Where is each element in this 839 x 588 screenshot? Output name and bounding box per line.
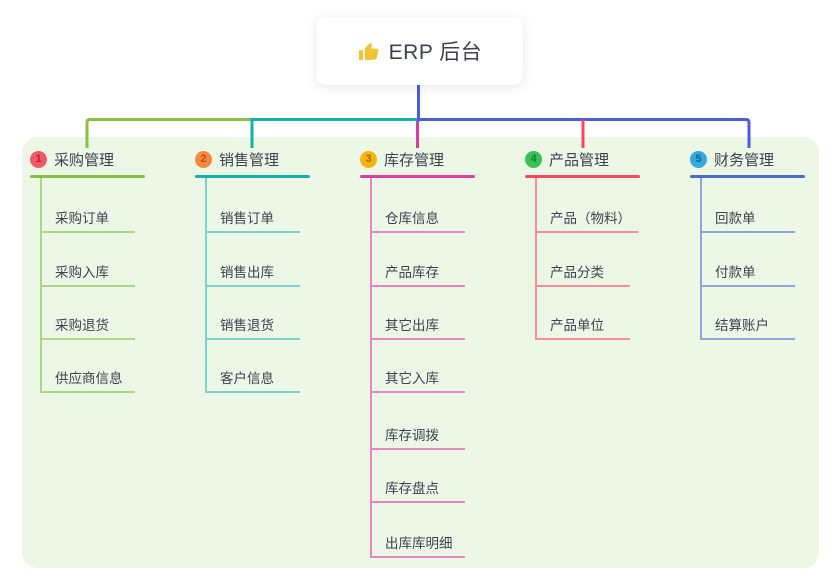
mindmap-panel: [22, 137, 819, 568]
child-node[interactable]: 产品（物料）: [550, 211, 631, 226]
priority-2-icon: 2: [195, 150, 212, 168]
branch-inventory: 3 库存管理: [360, 146, 475, 178]
child-node[interactable]: 库存盘点: [385, 481, 439, 496]
child-underline: [370, 231, 465, 233]
child-node[interactable]: 回款单: [715, 211, 756, 226]
branch-purchase: 1 采购管理: [30, 146, 145, 178]
branch-node-product[interactable]: 4 产品管理: [525, 146, 640, 172]
branch-finance: 5 财务管理: [690, 146, 805, 178]
child-underline: [205, 231, 300, 233]
child-node[interactable]: 采购退货: [55, 318, 109, 333]
child-node[interactable]: 其它出库: [385, 318, 439, 333]
priority-5-icon: 5: [690, 150, 707, 168]
branch-label-sales: 销售管理: [219, 151, 280, 169]
branch-node-finance[interactable]: 5 财务管理: [690, 146, 805, 172]
child-underline: [370, 556, 465, 558]
branch-node-purchase[interactable]: 1 采购管理: [30, 146, 145, 172]
child-underline: [535, 231, 638, 233]
child-underline: [370, 448, 465, 450]
child-node[interactable]: 采购入库: [55, 265, 109, 280]
branch-label-purchase: 采购管理: [54, 151, 115, 169]
badge-number: 1: [35, 152, 42, 165]
branch-sales: 2 销售管理: [195, 146, 310, 178]
branch-underline: [30, 175, 145, 178]
badge-number: 3: [365, 152, 372, 165]
child-underline: [40, 338, 135, 340]
badge-number: 5: [695, 152, 702, 165]
branch-trunk-line: [370, 178, 372, 558]
priority-4-icon: 4: [525, 150, 542, 168]
child-underline: [205, 338, 300, 340]
child-underline: [700, 285, 795, 287]
child-underline: [40, 285, 135, 287]
child-underline: [40, 391, 135, 393]
badge-number: 4: [530, 152, 537, 165]
child-node[interactable]: 产品单位: [550, 318, 604, 333]
root-title: ERP 后台: [388, 41, 483, 64]
branch-label-finance: 财务管理: [714, 151, 775, 169]
child-node[interactable]: 销售订单: [220, 211, 274, 226]
branch-node-sales[interactable]: 2 销售管理: [195, 146, 310, 172]
child-underline: [535, 285, 630, 287]
child-node[interactable]: 客户信息: [220, 371, 274, 386]
child-underline: [370, 391, 465, 393]
branch-node-inventory[interactable]: 3 库存管理: [360, 146, 475, 172]
child-node[interactable]: 其它入库: [385, 371, 439, 386]
branch-trunk-line: [700, 178, 702, 340]
branch-underline: [360, 175, 475, 178]
child-node[interactable]: 销售退货: [220, 318, 274, 333]
branch-product: 4 产品管理: [525, 146, 640, 178]
child-node[interactable]: 仓库信息: [385, 211, 439, 226]
child-underline: [535, 338, 630, 340]
thumbs-up-icon: [358, 42, 379, 60]
child-underline: [370, 338, 465, 340]
branch-label-inventory: 库存管理: [384, 151, 445, 169]
priority-3-icon: 3: [360, 150, 377, 168]
child-underline: [205, 285, 300, 287]
child-underline: [370, 501, 465, 503]
root-node-erp[interactable]: ERP 后台: [316, 17, 523, 85]
child-node[interactable]: 产品分类: [550, 265, 604, 280]
branch-trunk-line: [535, 178, 537, 340]
child-node[interactable]: 采购订单: [55, 211, 109, 226]
child-underline: [700, 338, 795, 340]
branch-underline: [690, 175, 805, 178]
child-underline: [370, 285, 465, 287]
child-underline: [40, 231, 135, 233]
child-node[interactable]: 出库库明细: [385, 536, 453, 551]
child-node[interactable]: 付款单: [715, 265, 756, 280]
badge-number: 2: [200, 152, 207, 165]
branch-underline: [195, 175, 310, 178]
branch-label-product: 产品管理: [549, 151, 610, 169]
priority-1-icon: 1: [30, 150, 47, 168]
child-underline: [205, 391, 300, 393]
child-underline: [700, 231, 795, 233]
child-node[interactable]: 库存调拨: [385, 428, 439, 443]
child-node[interactable]: 结算账户: [715, 318, 769, 333]
branch-underline: [525, 175, 640, 178]
child-node[interactable]: 销售出库: [220, 265, 274, 280]
child-node[interactable]: 供应商信息: [55, 371, 123, 386]
child-node[interactable]: 产品库存: [385, 265, 439, 280]
